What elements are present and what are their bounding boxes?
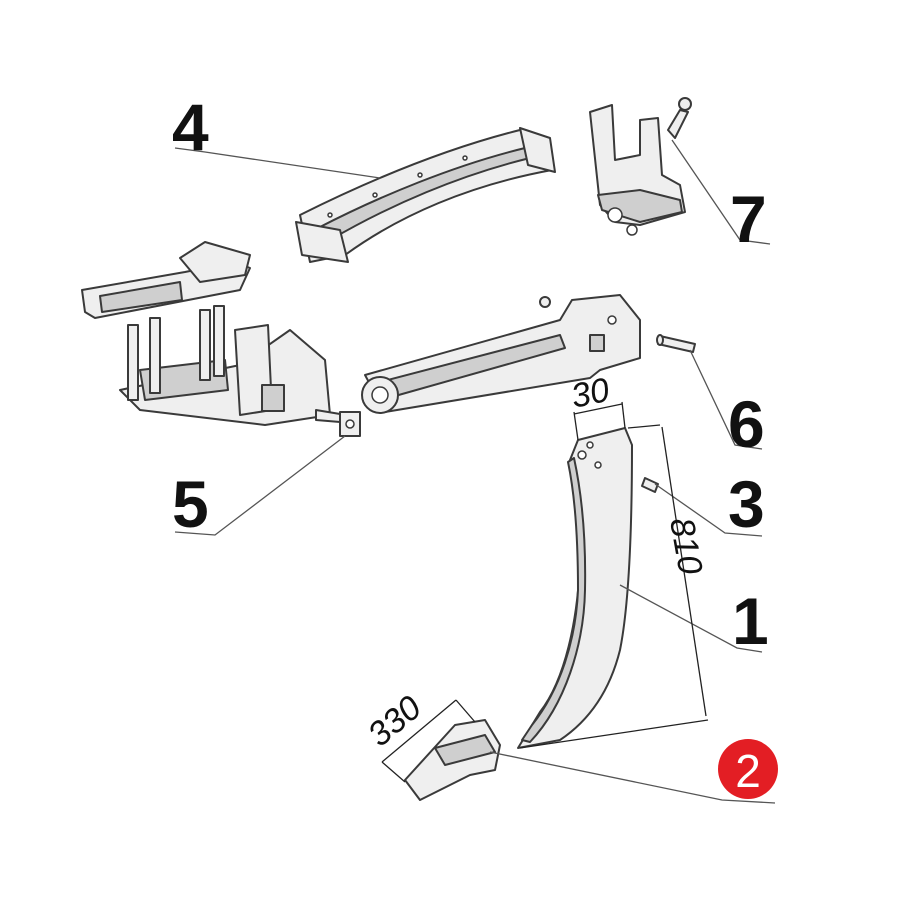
- callout-4: 4: [172, 90, 209, 164]
- dimension-point-length: 330: [361, 688, 429, 754]
- frame-bracket: [81, 241, 331, 426]
- leader-1: [619, 584, 763, 653]
- leader-3: [654, 483, 763, 537]
- part-5-bolt-plate: [315, 409, 361, 437]
- part-1-shank: [517, 427, 633, 749]
- leader-7: [671, 139, 771, 245]
- callout-2: 2: [735, 745, 761, 797]
- part-6-pin: [656, 334, 696, 353]
- callout-5: 5: [172, 467, 209, 541]
- part-4-spring-leaf: [295, 127, 556, 263]
- dimension-lines: [381, 401, 709, 783]
- callout-2-badge: 2: [718, 739, 778, 799]
- dimension-width-top: 30: [568, 371, 613, 416]
- part-7-hitch-bracket: [589, 97, 692, 236]
- callout-6: 6: [728, 387, 765, 461]
- part-3-bolt: [641, 477, 659, 493]
- callout-7: 7: [730, 182, 767, 256]
- leader-6: [689, 349, 763, 450]
- part-2-point: [404, 719, 501, 801]
- arm-beam: [361, 294, 641, 414]
- leader-5: [174, 435, 346, 536]
- leader-4: [174, 147, 381, 179]
- dimension-height: 810: [662, 515, 709, 578]
- leader-2: [489, 751, 776, 804]
- callout-3: 3: [728, 467, 765, 541]
- callout-1: 1: [732, 584, 769, 658]
- leader-lines: [174, 139, 776, 804]
